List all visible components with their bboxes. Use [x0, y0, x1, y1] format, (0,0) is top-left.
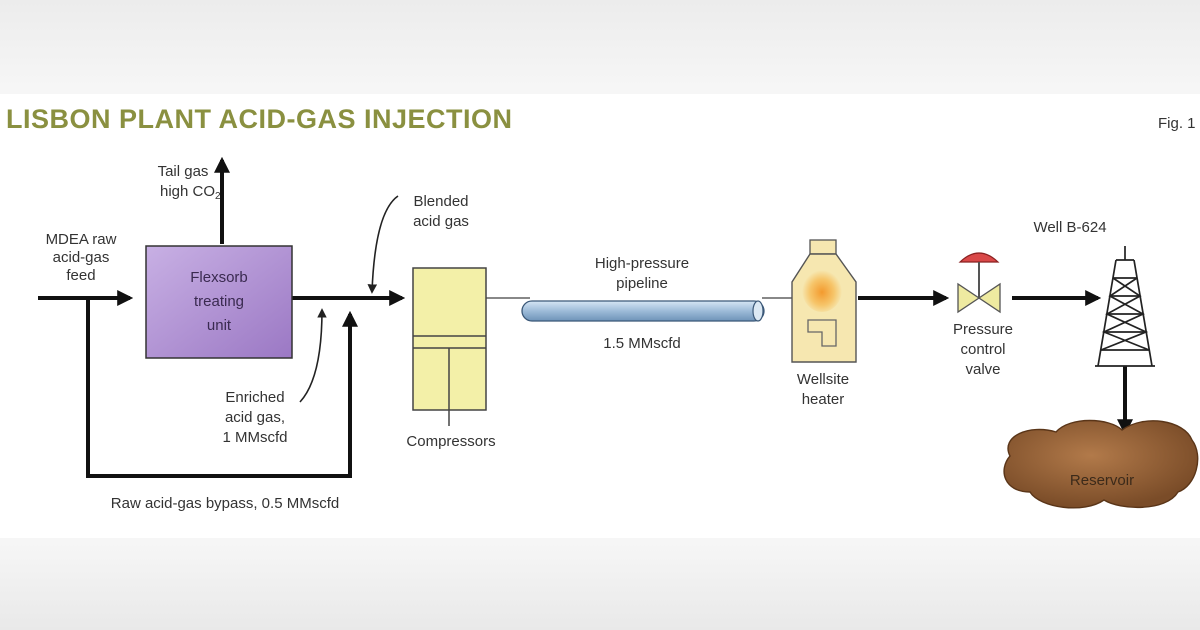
well-label: Well B-624 [1033, 219, 1106, 236]
feed-label-1: MDEA raw [46, 231, 117, 248]
heater-icon [791, 239, 857, 363]
pipeline-label-2: pipeline [616, 275, 668, 292]
unit-label-1: Flexsorb [190, 269, 248, 286]
pipeline [521, 300, 765, 322]
tail-gas-label-1: Tail gas [158, 163, 209, 180]
process-diagram: Lisbon plant acid-gas injection Fig. 1 F… [6, 104, 1199, 512]
figure-panel: Lisbon plant acid-gas injection Fig. 1 F… [0, 94, 1200, 538]
pipeline-label-1: High-pressure [595, 255, 689, 272]
reservoir-label: Reservoir [1070, 472, 1134, 489]
blended-pointer [367, 195, 399, 294]
flexsorb-unit: Flexsorb treating unit [145, 245, 293, 359]
tail-gas-label-2: high CO2 [160, 183, 221, 202]
reservoir: Reservoir [1003, 419, 1199, 509]
feed-label-3: feed [66, 267, 95, 284]
pipeline-rate-label: 1.5 MMscfd [603, 335, 681, 352]
valve-label-1: Pressure [953, 321, 1013, 338]
compressors-label: Compressors [406, 433, 495, 450]
enriched-label-1: Enriched [225, 389, 284, 406]
bypass-line [86, 298, 358, 478]
enriched-label-3: 1 MMscfd [222, 429, 287, 446]
pressure-control-valve-icon [957, 252, 1001, 314]
unit-label-3: unit [207, 317, 232, 334]
figure-title: Lisbon plant acid-gas injection [6, 104, 513, 134]
fig-label: Fig. 1 [1158, 115, 1196, 132]
derrick-icon [1095, 246, 1155, 367]
heater-label-1: Wellsite [797, 371, 849, 388]
valve-label-2: control [960, 341, 1005, 358]
compressors [412, 267, 487, 426]
blended-label-2: acid gas [413, 213, 469, 230]
feed-label-2: acid-gas [53, 249, 110, 266]
heater-label-2: heater [802, 391, 845, 408]
enriched-pointer [299, 308, 327, 403]
unit-label-2: treating [194, 293, 244, 310]
valve-label-3: valve [965, 361, 1000, 378]
blended-label-1: Blended [413, 193, 468, 210]
bypass-label: Raw acid-gas bypass, 0.5 MMscfd [111, 495, 339, 512]
enriched-label-2: acid gas, [225, 409, 285, 426]
